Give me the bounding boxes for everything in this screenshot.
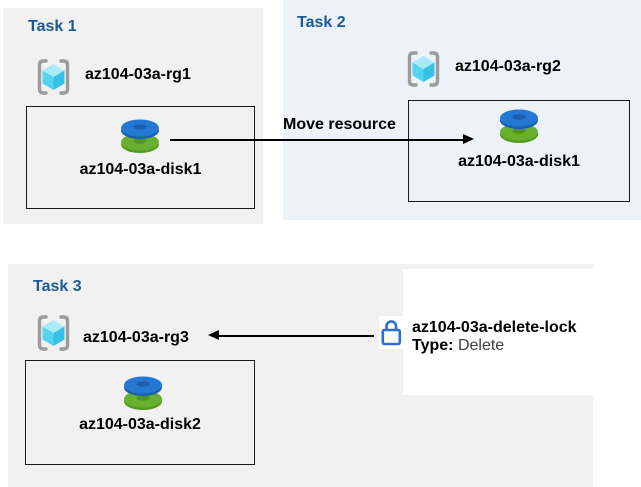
lock-type-value: Delete: [457, 337, 505, 354]
disk-icon: [500, 109, 538, 143]
lock-name: az104-03a-delete-lock: [412, 319, 577, 336]
task3-resource-group-label: az104-03a-rg3: [83, 329, 189, 346]
lock-label-background: [403, 269, 641, 395]
resource-group-icon: [37, 315, 70, 351]
lock-arrow-line: [219, 335, 374, 337]
move-arrow-line: [170, 139, 463, 141]
task3-panel: Task 3 az104-03a-rg3 az104-03a-disk2 az1…: [8, 264, 641, 487]
task1-resource-box: [26, 106, 255, 209]
task1-panel: Task 1 az104-03a-rg1 az104-03a-disk1: [3, 8, 263, 224]
task2-resource-box: [408, 100, 630, 202]
disk-icon: [121, 119, 159, 153]
move-arrow-head-icon: [463, 134, 474, 144]
lock-icon: [381, 320, 402, 346]
task3-resource-box: [25, 360, 255, 465]
resource-group-icon: [37, 59, 70, 95]
task2-title: Task 2: [297, 14, 346, 31]
task1-disk-label: az104-03a-disk1: [79, 161, 202, 178]
task1-title: Task 1: [28, 18, 77, 35]
disk-icon: [124, 376, 162, 410]
task2-panel: Task 2 az104-03a-rg2 az104-03a-disk1: [283, 0, 641, 220]
task2-disk-label: az104-03a-disk1: [458, 153, 580, 170]
move-resource-label: Move resource: [283, 116, 396, 133]
resource-group-icon: [407, 51, 440, 87]
lock-icon-background: [379, 316, 403, 349]
task2-resource-group-label: az104-03a-rg2: [455, 58, 561, 75]
task3-disk-label: az104-03a-disk2: [79, 416, 201, 433]
lock-arrow-head-icon: [208, 330, 219, 340]
lock-type-label: Type:: [412, 337, 454, 354]
task3-title: Task 3: [33, 278, 82, 295]
task1-resource-group-label: az104-03a-rg1: [85, 66, 191, 83]
